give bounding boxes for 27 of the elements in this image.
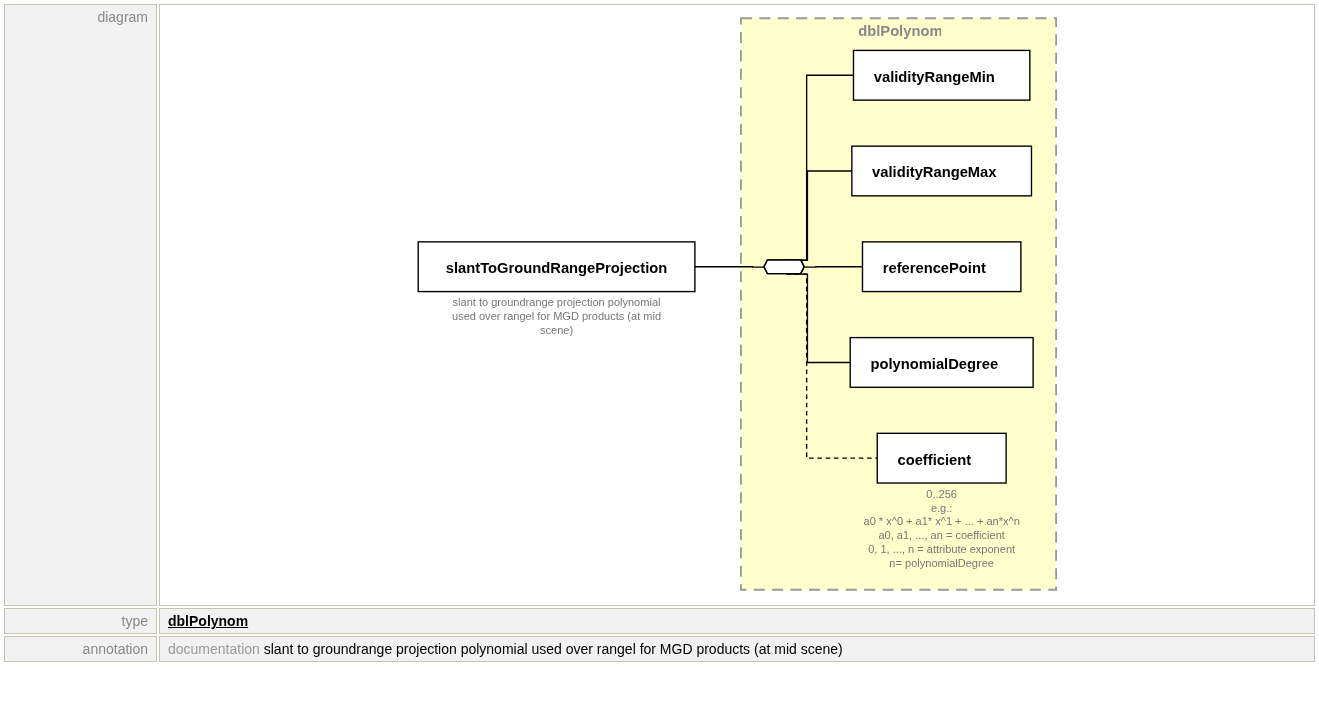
node-note: slant to groundrange projection polynomial used over rangel for MGD products (at mid scene): [451, 295, 661, 336]
node-note: 0, 1, ..., n = attribute exponent: [868, 542, 1015, 555]
row-header: annotation: [82, 641, 148, 657]
element-name: polynomialDegree: [870, 354, 998, 374]
node-note: a0, a1, ..., an = coefficient: [878, 528, 1005, 541]
connector: [803, 265, 863, 268]
node-box: [417, 240, 696, 292]
node-box: [876, 432, 1007, 484]
node-box: [849, 336, 1034, 388]
element-name: referencePoint: [882, 258, 986, 278]
row-header: type: [121, 613, 148, 629]
row-header: diagram: [97, 9, 148, 25]
node-note: a0 * x^0 + a1* x^1 + ... + an*x^n: [863, 514, 1020, 527]
node-note: n= polynomialDegree: [889, 556, 994, 569]
element-name: validityRangeMax: [871, 163, 997, 182]
element-name: slantToGroundRangeProjection: [444, 258, 669, 278]
element-name: coefficient: [897, 450, 971, 469]
annotation-text: slant to groundrange projection polynomial used over rangel for MGD products (at mid scene): [263, 641, 843, 657]
annotation-kind: documentation: [168, 641, 260, 657]
node-note: 0..256: [926, 487, 957, 500]
node-box: [852, 49, 1031, 101]
element-name: validityRangeMin: [873, 67, 995, 87]
node-note: e.g.:: [930, 501, 953, 514]
type-link: dblPolynom: [168, 613, 249, 629]
node-box: [851, 144, 1032, 197]
connector: [694, 265, 765, 268]
node-box: [861, 240, 1022, 292]
